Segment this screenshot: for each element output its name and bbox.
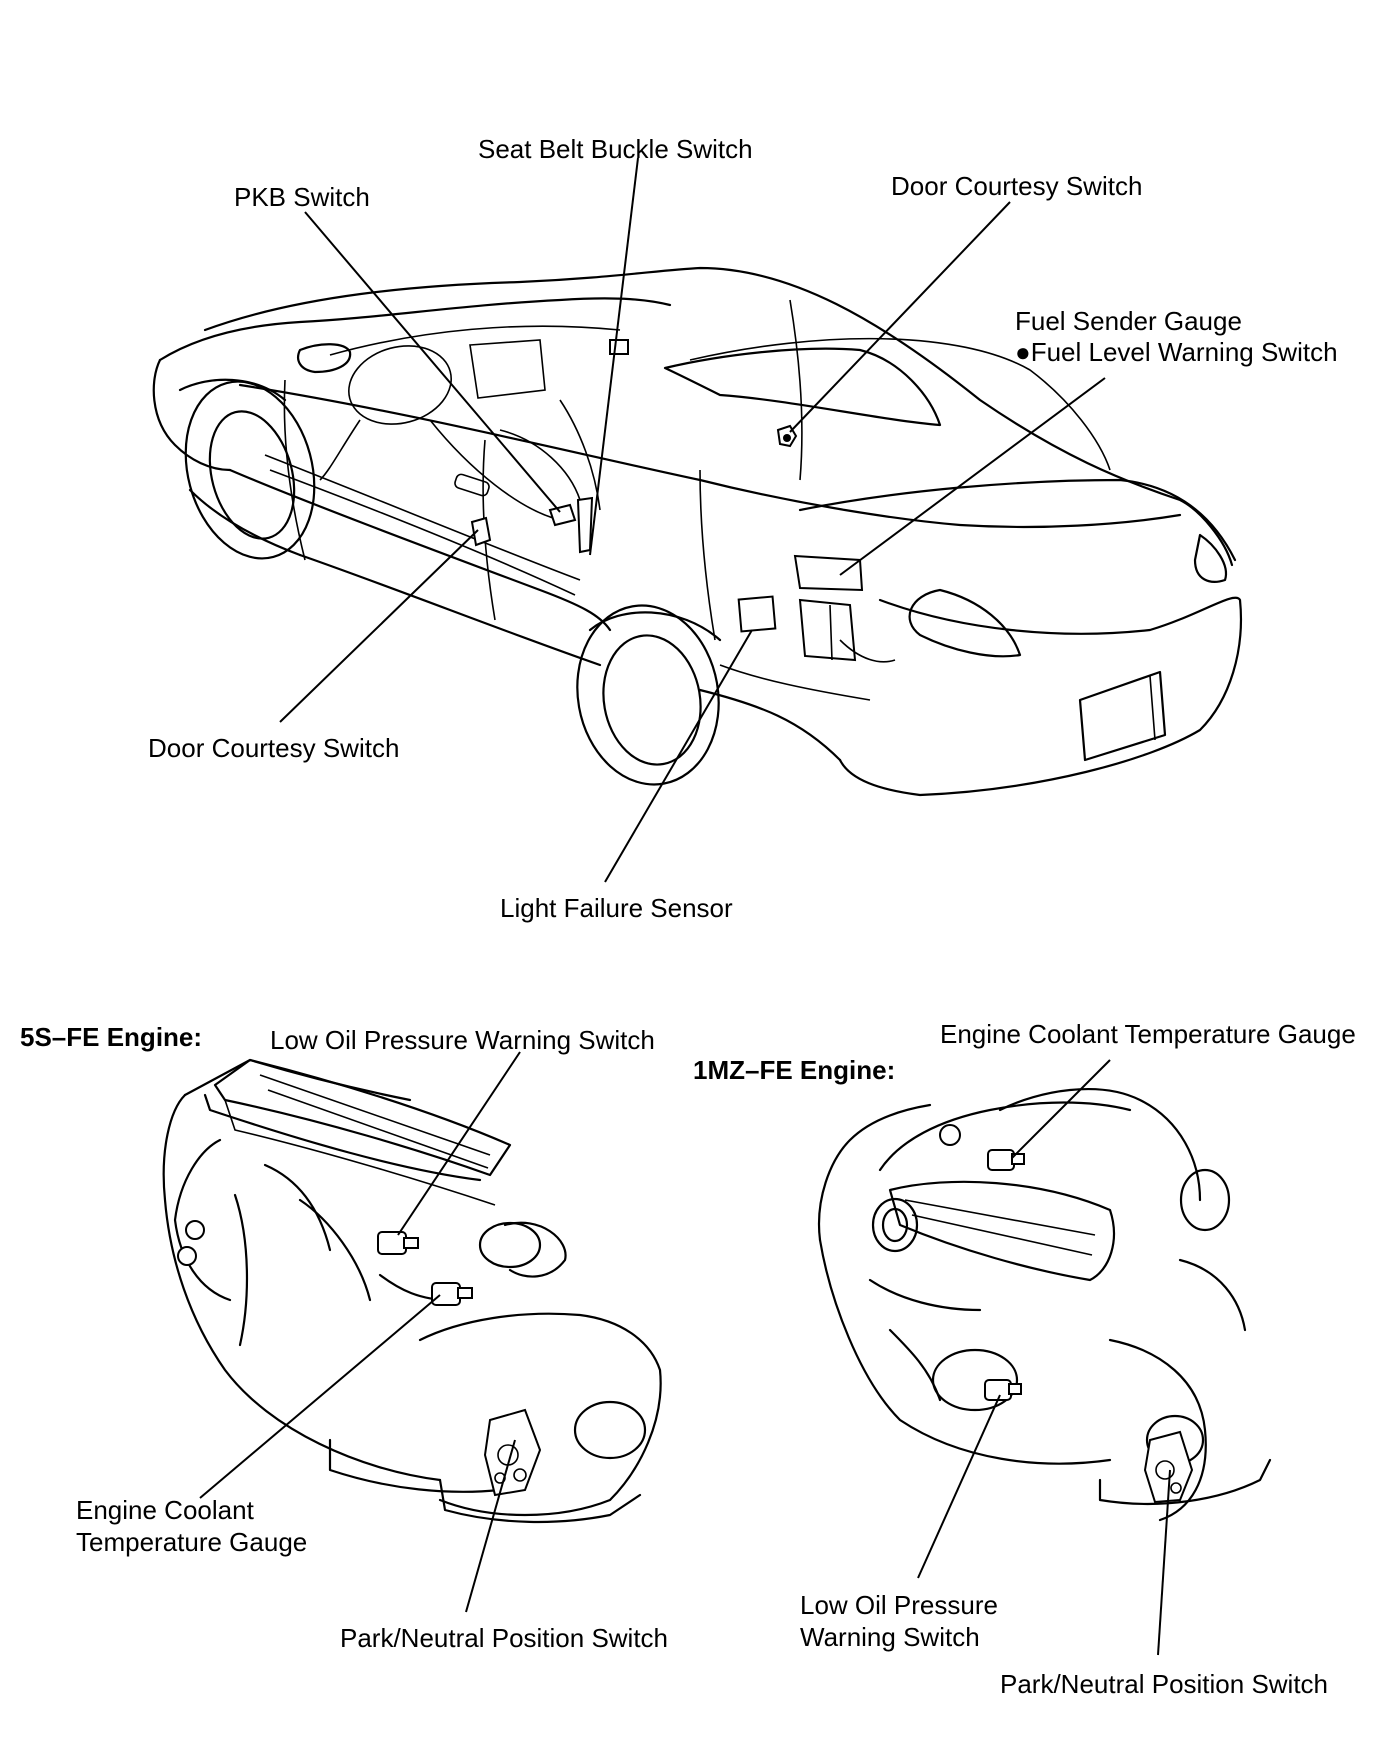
seat-belt-buckle-part: [576, 496, 594, 554]
label-5s-low-oil-pressure-warning-switch: Low Oil Pressure Warning Switch: [270, 1025, 655, 1055]
engine-5s-leader-lines: [199, 1051, 521, 1613]
label-seat-belt-buckle-switch: Seat Belt Buckle Switch: [478, 134, 753, 164]
5s-low-oil-switch-part: [377, 1231, 407, 1255]
label-5s-engine-coolant-line2: Temperature Gauge: [76, 1527, 308, 1557]
label-door-courtesy-switch-rear: Door Courtesy Switch: [891, 171, 1143, 201]
car-illustration: [152, 266, 1243, 797]
label-1mz-low-oil-line1: Low Oil Pressure: [800, 1590, 998, 1620]
5s-coolant-gauge-part: [431, 1282, 461, 1306]
1mz-coolant-gauge-part: [987, 1149, 1015, 1171]
label-5s-engine-coolant-line1: Engine Coolant: [76, 1495, 254, 1525]
engine-1mz-leader-lines: [917, 1059, 1171, 1656]
engine-1mz-illustration: [818, 1087, 1272, 1522]
label-pkb-switch: PKB Switch: [234, 182, 370, 212]
header-1mz-fe-engine: 1MZ–FE Engine:: [693, 1055, 896, 1085]
pkb-switch-part: [548, 503, 577, 527]
fuel-sender-part: [793, 554, 864, 592]
label-5s-park-neutral-position-switch: Park/Neutral Position Switch: [340, 1623, 669, 1653]
label-fuel-level-warning-switch: ●Fuel Level Warning Switch: [1015, 337, 1338, 367]
label-light-failure-sensor: Light Failure Sensor: [500, 893, 733, 923]
label-1mz-low-oil-line2: Warning Switch: [800, 1622, 980, 1652]
label-fuel-sender-gauge: Fuel Sender Gauge: [1015, 306, 1242, 336]
5s-park-neutral-part: [483, 1408, 542, 1497]
label-door-courtesy-switch-front: Door Courtesy Switch: [148, 733, 400, 763]
label-1mz-park-neutral-position-switch: Park/Neutral Position Switch: [1000, 1669, 1329, 1699]
header-5s-fe-engine: 5S–FE Engine:: [20, 1022, 203, 1052]
label-1mz-engine-coolant-temperature-gauge: Engine Coolant Temperature Gauge: [940, 1019, 1356, 1049]
engine-5s-illustration: [162, 1058, 662, 1524]
1mz-low-oil-switch-part: [984, 1379, 1012, 1401]
car-leader-lines: [279, 157, 1106, 883]
light-failure-sensor-part: [737, 595, 777, 633]
door-courtesy-switch-front-part: [470, 516, 492, 547]
